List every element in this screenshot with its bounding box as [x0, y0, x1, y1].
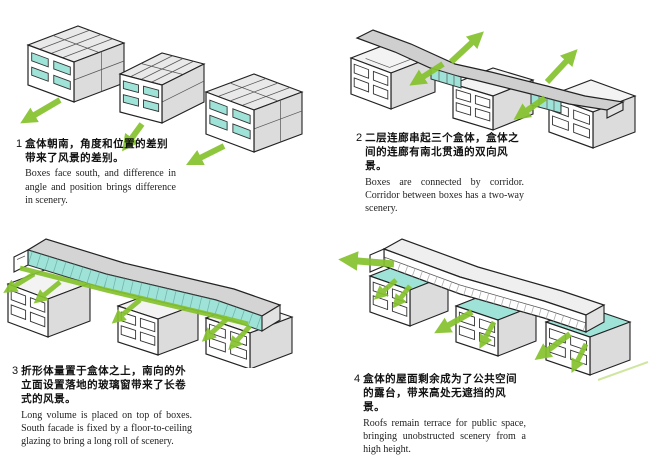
volume-end: [14, 250, 28, 272]
window: [354, 64, 368, 78]
window: [233, 109, 250, 124]
caption-3-english: Long volume is placed on top of boxes. S…: [21, 409, 192, 447]
window: [54, 75, 71, 89]
illustration-roof-terraces: [330, 214, 650, 382]
window: [456, 103, 470, 115]
caption-4-english: Roofs remain terrace for public space, b…: [363, 417, 526, 455]
box: [120, 53, 204, 123]
caption-1-number: 1: [16, 138, 23, 150]
green-view-arrow: [20, 100, 60, 124]
box: [546, 307, 630, 375]
caption-4: 4 盒体的屋面剩余成为了公共空间的露台，带来高处无遮挡的风景。 Roofs re…: [354, 372, 526, 456]
volume-end: [262, 305, 280, 331]
window: [11, 305, 25, 320]
window: [54, 61, 71, 75]
scenery-ribbon: [20, 268, 248, 324]
window: [210, 115, 227, 130]
window: [574, 124, 590, 138]
caption-2-number: 2: [356, 132, 363, 144]
window: [30, 312, 44, 327]
caption-3-chinese: 折形体量置于盒体之上，南向的外立面设置落地的玻璃窗带来了长卷式的风景。: [21, 365, 187, 406]
green-view-arrow: [228, 326, 250, 351]
green-view-arrow: [122, 124, 142, 152]
window: [475, 95, 489, 107]
caption-1-chinese: 盒体朝南，角度和位置的差别带来了风景的差别。: [25, 138, 169, 165]
caption-3: 3 折形体量置于盒体之上，南向的外立面设置落地的玻璃窗带来了长卷式的风景。 Lo…: [12, 364, 192, 448]
green-view-arrow: [185, 146, 224, 166]
green-view-arrow: [373, 280, 396, 300]
illustration-boxes-facing-south: [0, 0, 335, 168]
window: [121, 326, 135, 339]
window: [456, 90, 470, 102]
green-view-arrow: [338, 251, 394, 271]
green-view-arrow: [3, 274, 34, 293]
caption-1-english: Boxes face south, and difference in angl…: [25, 168, 176, 206]
window: [123, 95, 138, 107]
caption-2-chinese: 二层连廊串起三个盒体，盒体之间的连廊有南北贯通的双向风景。: [365, 132, 520, 173]
green-view-arrow: [409, 64, 443, 86]
window: [140, 318, 154, 331]
window: [373, 85, 387, 99]
green-view-arrow: [547, 49, 578, 82]
window: [210, 100, 227, 115]
window: [144, 86, 159, 98]
window: [123, 81, 138, 93]
green-view-arrow: [479, 322, 494, 349]
caption-4-number: 4: [354, 373, 361, 385]
caption-2: 2 二层连廊串起三个盒体，盒体之间的连廊有南北贯通的双向风景。 Boxes ar…: [356, 131, 524, 215]
window: [233, 124, 250, 139]
window: [373, 71, 387, 85]
green-view-arrow: [434, 312, 472, 334]
window: [32, 53, 49, 67]
window: [574, 110, 590, 124]
window: [354, 78, 368, 92]
caption-2-english: Boxes are connected by corridor. Corrido…: [365, 176, 524, 214]
window: [475, 108, 489, 120]
window: [144, 100, 159, 112]
volume-end: [586, 305, 604, 332]
green-view-arrow: [451, 31, 484, 62]
green-view-arrow: [392, 286, 410, 309]
illustration-folded-volume-glazing: [0, 226, 345, 368]
box: [28, 26, 124, 102]
window: [11, 291, 25, 306]
window: [32, 67, 49, 81]
green-view-arrow: [513, 98, 545, 120]
window: [140, 332, 154, 345]
caption-3-number: 3: [12, 365, 19, 377]
box: [206, 74, 302, 152]
caption-4-chinese: 盒体的屋面剩余成为了公共空间的露台，带来高处无遮挡的风景。: [363, 373, 518, 414]
illustration-corridor-connection: [335, 0, 650, 155]
green-view-arrow: [571, 344, 586, 374]
green-view-arrow: [534, 334, 570, 360]
corridor-end: [607, 102, 623, 118]
green-view-arrow: [201, 318, 228, 342]
window: [459, 326, 474, 340]
window: [553, 116, 569, 130]
caption-1: 1 盒体朝南，角度和位置的差别带来了风景的差别。 Boxes face sout…: [16, 137, 176, 207]
green-view-arrow: [33, 282, 60, 304]
green-view-arrow: [111, 300, 140, 324]
